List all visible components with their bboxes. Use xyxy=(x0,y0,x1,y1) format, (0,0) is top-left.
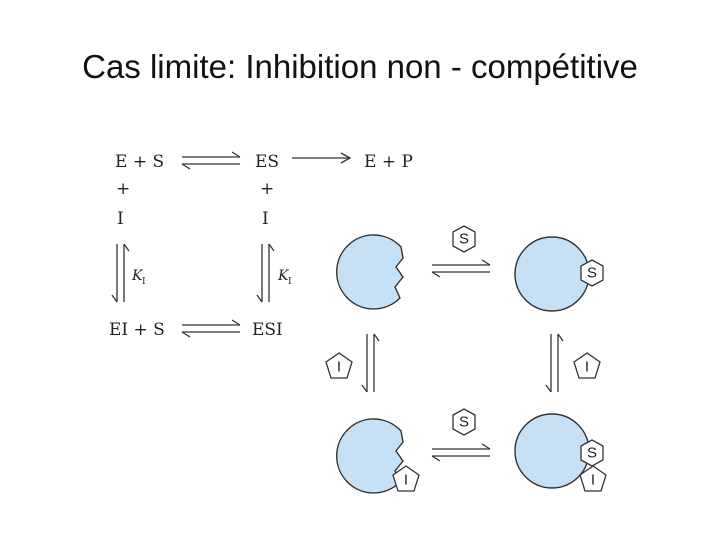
cartoon-arrow-bottom xyxy=(431,443,491,462)
label-e-plus-s: E + S xyxy=(115,152,164,172)
equilibrium-arrow-top xyxy=(181,151,241,170)
label-esi: ESI xyxy=(252,320,283,340)
enzyme-es xyxy=(514,236,590,312)
plus-sign-left: + xyxy=(116,179,130,199)
svg-text:S: S xyxy=(459,231,469,248)
svg-text:I: I xyxy=(337,359,341,376)
equilibrium-arrow-right xyxy=(256,243,275,303)
inhibitor-right: I xyxy=(262,209,269,229)
svg-text:S: S xyxy=(587,445,597,462)
substrate-hexagon-top: S xyxy=(452,225,476,253)
svg-text:S: S xyxy=(587,265,597,282)
svg-text:I: I xyxy=(142,277,146,287)
inhibitor-bound-esi: I xyxy=(579,465,607,492)
equilibrium-arrow-bottom xyxy=(181,319,241,338)
svg-text:S: S xyxy=(459,414,469,431)
inhibitor-bound-ei: I xyxy=(392,465,420,492)
svg-text:I: I xyxy=(591,472,595,489)
plus-sign-right: + xyxy=(260,179,274,199)
svg-text:K: K xyxy=(131,268,144,284)
svg-text:K: K xyxy=(277,268,290,284)
substrate-hexagon-bottom: S xyxy=(452,408,476,436)
slide-title: Cas limite: Inhibition non - compétitive xyxy=(82,48,638,85)
cartoon-arrow-left xyxy=(361,333,380,393)
ki-label-left: K I xyxy=(131,268,146,287)
label-e-plus-p: E + P xyxy=(364,152,413,172)
cartoon-arrow-right xyxy=(545,333,564,393)
enzyme-ei xyxy=(336,418,404,494)
svg-text:I: I xyxy=(288,277,292,287)
inhibitor-left: I xyxy=(117,209,124,229)
equilibrium-arrow-left xyxy=(111,243,130,303)
ki-label-right: K I xyxy=(277,268,292,287)
free-enzyme xyxy=(336,234,404,310)
svg-text:I: I xyxy=(585,359,589,376)
substrate-bound-es: S xyxy=(580,259,604,287)
enzyme-esi xyxy=(514,413,590,489)
label-es: ES xyxy=(255,152,279,172)
svg-text:I: I xyxy=(404,472,408,489)
forward-arrow xyxy=(292,152,352,164)
inhibitor-pentagon-left: I xyxy=(325,352,353,379)
cartoon-arrow-top xyxy=(431,259,491,278)
inhibitor-pentagon-right: I xyxy=(573,352,601,379)
substrate-bound-esi: S xyxy=(580,439,604,467)
label-ei-plus-s: EI + S xyxy=(109,320,165,340)
